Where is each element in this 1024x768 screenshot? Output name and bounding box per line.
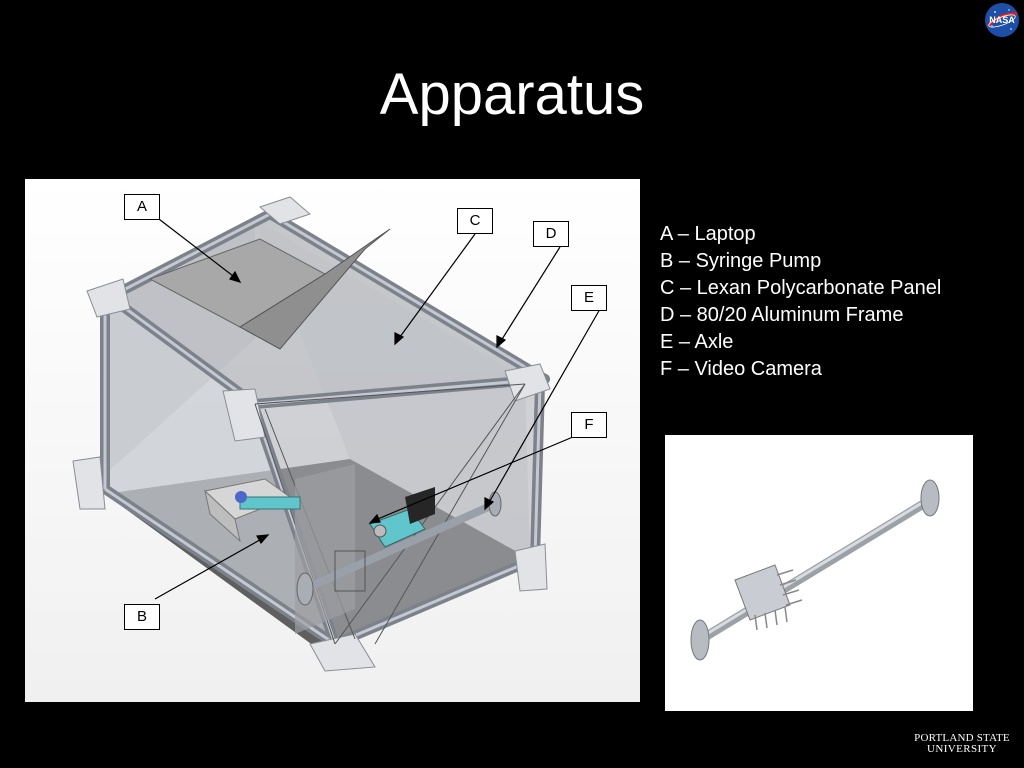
axle-figure [665, 435, 973, 711]
callout-d: D [533, 221, 569, 247]
legend-item-video-camera: F – Video Camera [660, 358, 822, 380]
psu-logo: PORTLAND STATE UNIVERSITY [914, 733, 1010, 757]
legend-item-axle: E – Axle [660, 331, 734, 353]
callout-a: A [124, 194, 160, 220]
callout-e: E [571, 285, 607, 311]
slide-title: Apparatus [379, 62, 645, 127]
legend-item-lexan-panel: C – Lexan Polycarbonate Panel [660, 277, 942, 299]
legend-item-laptop: A – Laptop [660, 223, 756, 245]
psu-logo-line1: PORTLAND STATE [914, 732, 1010, 744]
nasa-logo: NASA [985, 3, 1019, 37]
psu-logo-line2: UNIVERSITY [927, 743, 997, 755]
legend-item-syringe-pump: B – Syringe Pump [660, 250, 822, 272]
callout-c: C [457, 208, 493, 234]
callout-f: F [571, 412, 607, 438]
svg-text:NASA: NASA [989, 15, 1015, 25]
legend-item-aluminum-frame: D – 80/20 Aluminum Frame [660, 304, 904, 326]
apparatus-figure: A B C D E F [25, 179, 640, 702]
component-legend: A – Laptop B – Syringe Pump C – Lexan Po… [660, 221, 941, 383]
callout-b: B [124, 604, 160, 630]
apparatus-drawing [25, 179, 640, 702]
axle-drawing [665, 435, 973, 711]
